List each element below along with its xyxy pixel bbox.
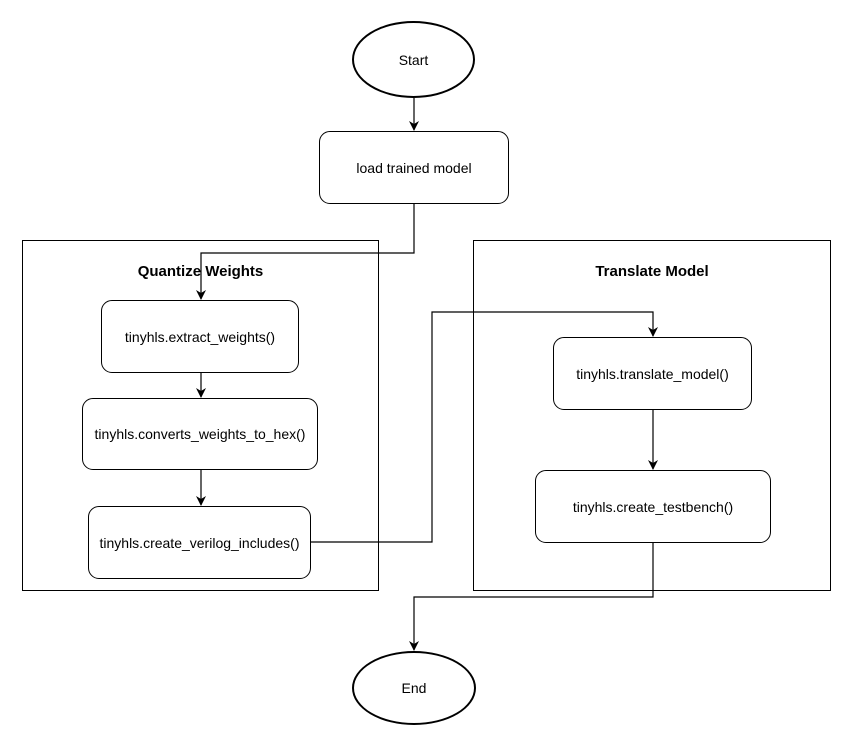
create-verilog-includes-label: tinyhls.create_verilog_includes() (99, 534, 300, 551)
end-node: End (352, 651, 476, 725)
extract-weights-node: tinyhls.extract_weights() (101, 300, 299, 373)
group-title-translate-model: Translate Model (595, 263, 709, 280)
create-testbench-node: tinyhls.create_testbench() (535, 470, 771, 543)
load-trained-model-node: load trained model (319, 131, 509, 204)
create-verilog-includes-node: tinyhls.create_verilog_includes() (88, 506, 311, 579)
converts-weights-node: tinyhls.converts_weights_to_hex() (82, 398, 318, 470)
edge-testbench-to-end (409, 543, 654, 651)
start-label: Start (398, 51, 429, 68)
start-node: Start (352, 21, 475, 98)
group-translate-model: Translate Model (473, 240, 831, 591)
load-trained-model-label: load trained model (356, 159, 472, 176)
end-label: End (401, 680, 427, 696)
edge-load-to-extract (196, 204, 415, 300)
create-testbench-label: tinyhls.create_testbench() (572, 498, 734, 515)
translate-model-node: tinyhls.translate_model() (553, 337, 752, 410)
converts-weights-label: tinyhls.converts_weights_to_hex() (94, 426, 306, 442)
edge-includes-to-translate (311, 311, 658, 543)
translate-model-label: tinyhls.translate_model() (576, 365, 729, 382)
extract-weights-label: tinyhls.extract_weights() (124, 328, 276, 345)
